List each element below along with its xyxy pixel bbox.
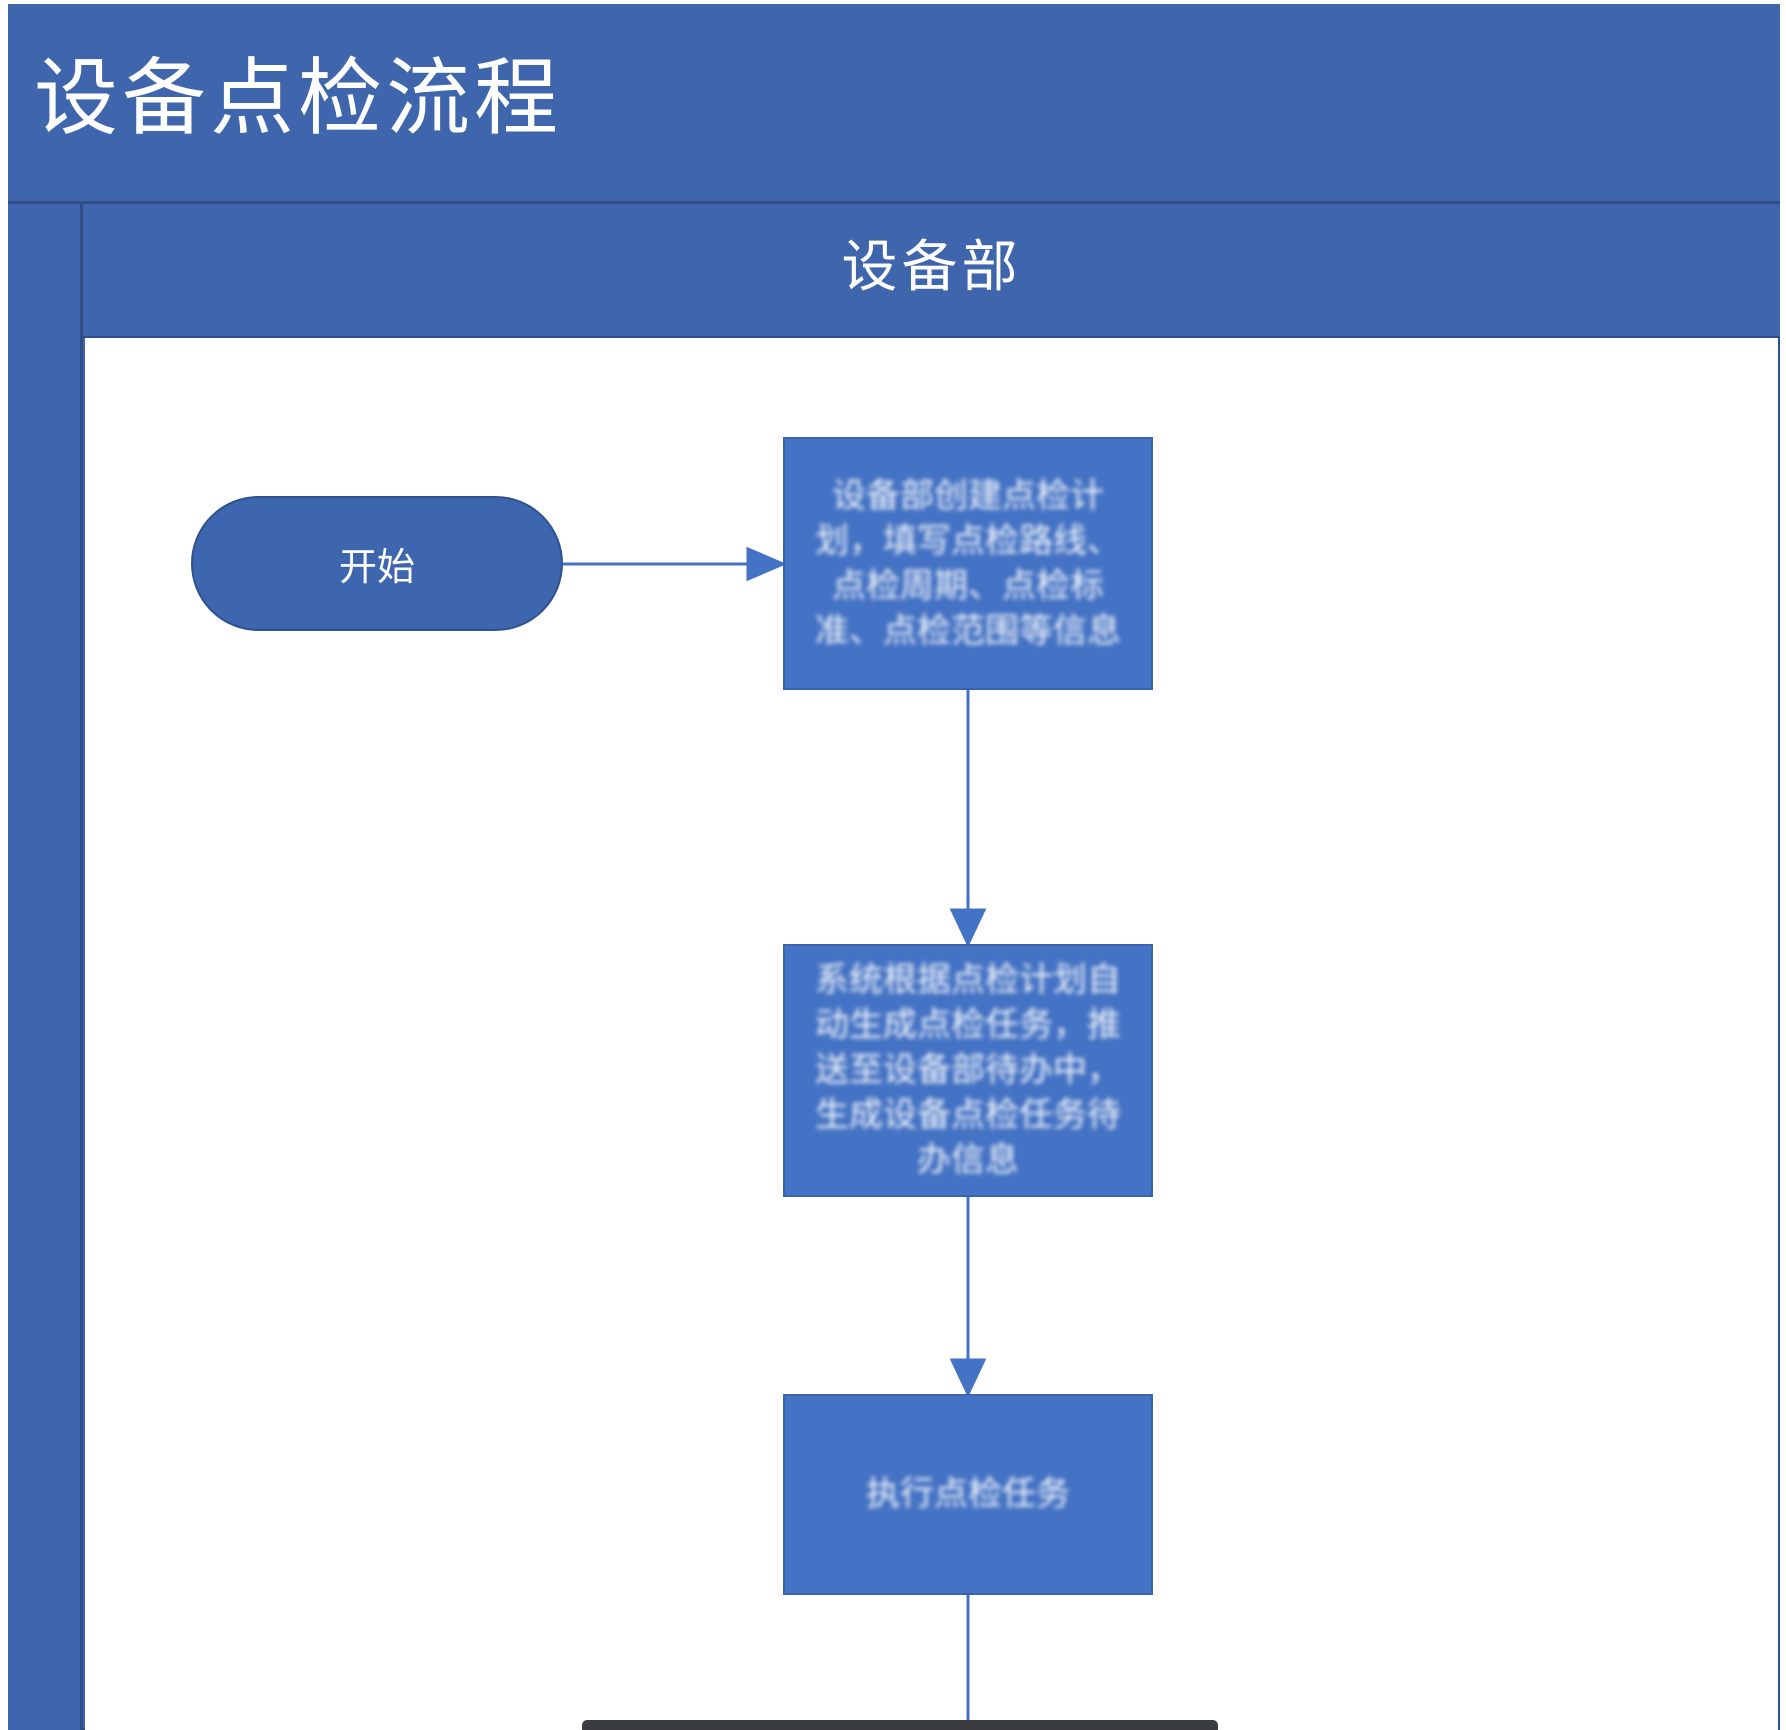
- arrowhead-step2-step3: [949, 1358, 987, 1398]
- process-step-3-text: 执行点检任务: [866, 1474, 1070, 1514]
- lane-header: 设备部: [83, 204, 1780, 338]
- horizontal-scrollbar[interactable]: [582, 1720, 1218, 1730]
- title-bar: 设备点检流程: [8, 4, 1780, 204]
- process-step-2: 系统根据点检计划自动生成点检任务，推送至设备部待办中，生成设备点检任务待办信息: [783, 944, 1153, 1197]
- lane-left-band: [8, 204, 83, 1730]
- arrowhead-start-step1: [746, 546, 787, 582]
- arrowhead-step1-step2: [949, 908, 987, 948]
- lane-header-label: 设备部: [841, 235, 1022, 300]
- process-step-1: 设备部创建点检计划，填写点检路线、点检周期、点检标准、点检范围等信息: [783, 437, 1153, 690]
- start-node-label: 开始: [338, 545, 415, 589]
- process-step-1-text: 设备部创建点检计划，填写点检路线、点检周期、点检标准、点检范围等信息: [815, 475, 1121, 651]
- process-step-3: 执行点检任务: [783, 1394, 1153, 1595]
- process-step-2-text: 系统根据点检计划自动生成点检任务，推送至设备部待办中，生成设备点检任务待办信息: [815, 960, 1121, 1180]
- diagram-title: 设备点检流程: [34, 49, 563, 147]
- start-node: 开始: [191, 496, 563, 631]
